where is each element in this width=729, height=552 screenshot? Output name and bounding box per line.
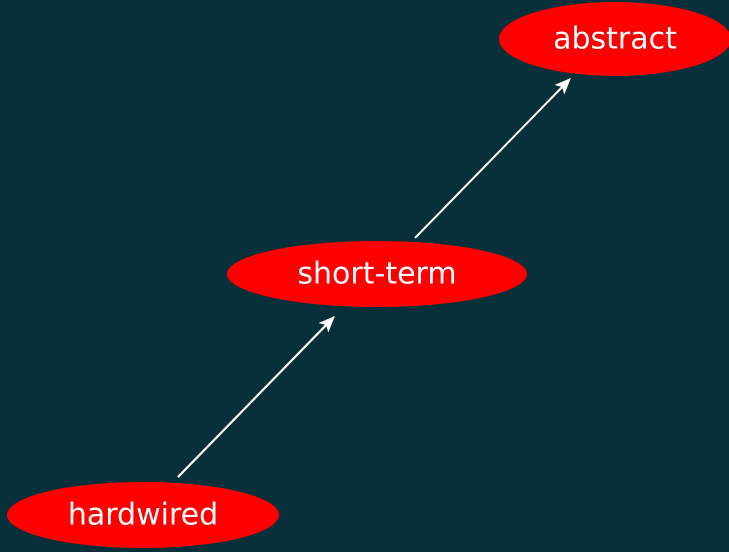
edge-hardwired-to-short-term[interactable] bbox=[177, 312, 339, 478]
node-hardwired-label: hardwired bbox=[68, 498, 218, 533]
node-hardwired-shape bbox=[7, 482, 279, 548]
node-short-term[interactable]: short-term bbox=[227, 241, 527, 307]
edge-short-term-to-abstract[interactable] bbox=[414, 74, 575, 239]
node-short-term-shape bbox=[227, 241, 527, 307]
edge-line-segment bbox=[177, 317, 334, 478]
node-short-term-label: short-term bbox=[297, 257, 456, 292]
edge-group bbox=[177, 74, 575, 478]
edge-arrowhead-icon bbox=[318, 316, 335, 333]
node-abstract[interactable]: abstract bbox=[499, 2, 729, 76]
node-abstract-shape bbox=[499, 2, 729, 76]
edge-arrowhead-icon bbox=[554, 78, 571, 95]
node-abstract-label: abstract bbox=[553, 22, 677, 57]
node-group: abstract short-term hardwired bbox=[7, 2, 729, 548]
edge-line bbox=[414, 79, 570, 239]
node-hardwired[interactable]: hardwired bbox=[7, 482, 279, 548]
